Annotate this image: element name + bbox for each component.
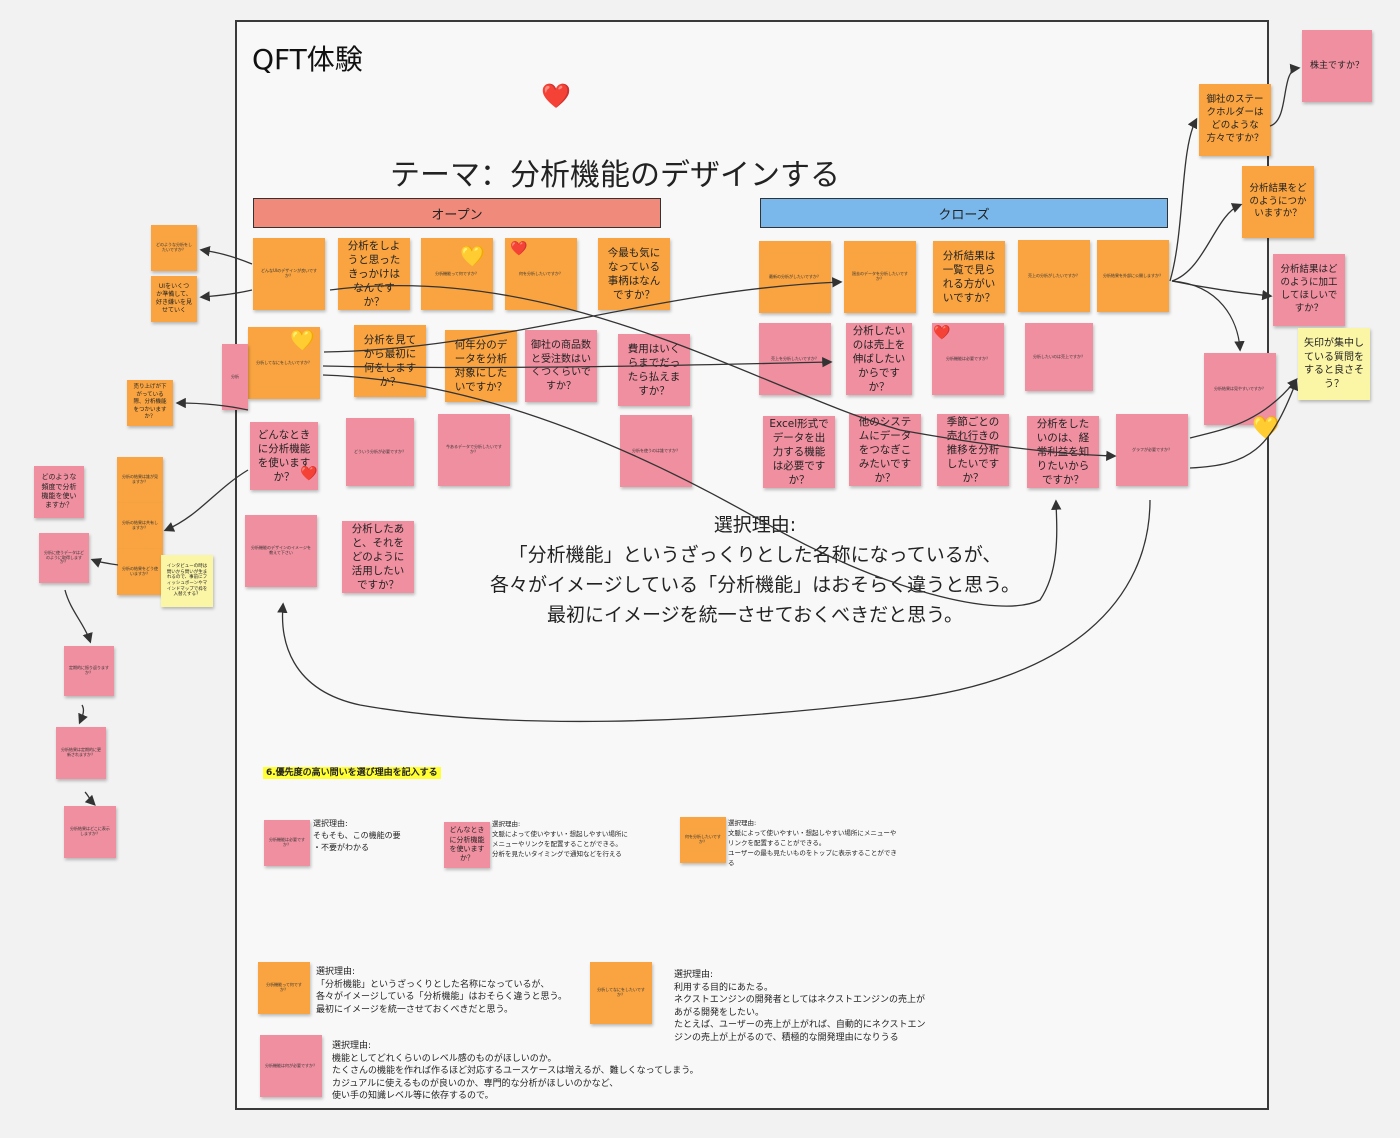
sticky-note[interactable]: 分析の結果をどう使いますか？	[117, 549, 163, 595]
heart-icon: ❤️	[933, 325, 951, 341]
sticky-note[interactable]: 今あるデータで分析したいですか？	[438, 414, 510, 486]
yellow-heart-icon: 💛	[1252, 416, 1280, 441]
sticky-note[interactable]: 売上の分析がしたいですか？	[1018, 240, 1090, 312]
priority-reason: 選択理由: 文脈によって使いやすい・想起しやすい場所にメニューや リンクを配置す…	[728, 819, 897, 867]
sticky-note[interactable]: 分析したいのは売上ですか？	[1025, 323, 1093, 391]
sticky-note[interactable]: 最新の分析がしたいですか？	[759, 241, 831, 313]
sticky-note[interactable]: グラフが必要ですか？	[1116, 414, 1188, 486]
sticky-note[interactable]: 費用はいくらまでだったら払えますか？	[618, 334, 690, 406]
sticky-note[interactable]: 分析結果は一覧で見られる方がいいですか？	[933, 241, 1005, 313]
heart-icon: ❤️	[510, 241, 528, 257]
sticky-note[interactable]: 過去のデータを分析したいですか？	[844, 241, 916, 313]
bottom-reason: 選択理由: 「分析機能」というざっくりとした名称になっているが、 各々がイメージ…	[316, 967, 568, 1015]
bottom-reason: 選択理由: 利用する目的にあたる。 ネクストエンジンの開発者としてはネクストエン…	[674, 970, 926, 1043]
sticky-note[interactable]: どんなUIのデザインが良いですか？	[253, 238, 325, 310]
sticky-note[interactable]: 分析結果はどこに表示しますか？	[64, 806, 116, 858]
close-bar: クローズ	[760, 198, 1168, 228]
sticky-note[interactable]: 季節ごとの売れ行きの推移を分析したいですか？	[937, 414, 1009, 486]
yellow-heart-icon: 💛	[460, 244, 485, 268]
sticky-note[interactable]: 分析機能は何が必要ですか？	[260, 1035, 322, 1097]
sticky-note[interactable]: 分析してなにをしたいですか？	[248, 327, 320, 399]
priority-reason: 選択理由: 文脈によって使いやすい・想起しやすい場所に メニューやリンクを配置す…	[492, 820, 628, 858]
sticky-note[interactable]: どんなときに分析機能を使いますか？	[444, 822, 490, 868]
sticky-note[interactable]: どのような分析をしたいですか？	[151, 225, 197, 271]
sticky-note[interactable]: どんなときに分析機能を使いますか？	[250, 422, 318, 490]
sticky-note[interactable]: 分析結果を外部に公開しますか？	[1097, 240, 1169, 312]
sticky-note[interactable]: インタビューの時は問いから問いが生まれるので、事前にフィッシュボーンやマインドマ…	[161, 555, 213, 607]
sticky-note[interactable]: 分析を使うのは誰ですか？	[620, 415, 692, 487]
sticky-note[interactable]: どういう分析が必要ですか？	[346, 418, 414, 486]
sticky-note[interactable]: 分析の結果は共有しますか？	[117, 503, 163, 549]
sticky-note[interactable]: 他のシステムにデータをつなぎこみたいですか？	[849, 414, 921, 486]
sticky-note[interactable]: 分析の結果は誰が見ますか？	[117, 457, 163, 503]
sticky-note[interactable]: 分析したいのは売上を伸ばしたいからですか？	[846, 323, 912, 395]
sticky-note[interactable]: Excel形式でデータを出力する機能は必要ですか？	[763, 416, 835, 488]
sticky-note[interactable]: 分析したあと、それをどのように活用したいですか？	[342, 521, 414, 593]
bottom-reason: 選択理由: 機能としてどれくらいのレベル感のものがほしいのか。 たくさんの機能を…	[332, 1041, 699, 1101]
yellow-heart-icon: 💛	[290, 328, 315, 352]
sticky-note[interactable]: 分析を見てから最初に何をしますか？	[354, 325, 426, 397]
sticky-note[interactable]: 分析結果は定期的に更新されますか？	[56, 727, 106, 779]
sticky-note[interactable]: 分析をしようと思ったきっかけはなんですか？	[338, 238, 410, 310]
heart-icon: ❤️	[541, 82, 571, 110]
sticky-note[interactable]: 何年分のデータを分析対象にしたいですか？	[445, 330, 517, 402]
priority-heading: 6.優先度の高い問いを選び理由を記入する	[263, 760, 441, 779]
heart-icon: ❤️	[300, 466, 318, 482]
open-bar: オープン	[253, 198, 661, 228]
sticky-note[interactable]: 株主ですか？	[1302, 30, 1372, 102]
sticky-note[interactable]: 何を分析したいですか？	[680, 817, 726, 863]
board-title: QFT体験	[252, 43, 363, 76]
sticky-note[interactable]: 矢印が集中している質問をすると良さそう？	[1298, 328, 1370, 400]
sticky-note[interactable]: 売り上げが下がっている際、分析機能をつかいますか？	[127, 380, 173, 426]
sticky-note[interactable]: 分析に使うデータはどのように取得しますか？	[39, 533, 89, 583]
sticky-note[interactable]: 御社の商品数と受注数はいくつくらいですか？	[525, 330, 597, 402]
priority-heading-label: 6.優先度の高い問いを選び理由を記入する	[263, 767, 441, 779]
sticky-note[interactable]: 分析してなにをしたいですか？	[590, 962, 652, 1024]
priority-reason: 選択理由: そもそも、この機能の要 ・不要がわかる	[313, 819, 401, 852]
theme-heading: テーマ：分析機能のデザインする	[390, 158, 840, 193]
sticky-note[interactable]: 御社のステークホルダーはどのような方々ですか？	[1199, 84, 1271, 156]
sticky-note[interactable]: 分析結果は見やすいですか？	[1204, 353, 1276, 425]
sticky-note[interactable]: 分析機能のデザインのイメージを教えて下さい	[245, 515, 317, 587]
sticky-note[interactable]: 分析をしたいのは、経常利益を知りたいからですか？	[1027, 416, 1099, 488]
sticky-note[interactable]: UIをいくつか準備して、好き嫌いを見せていく	[151, 276, 197, 322]
sticky-note[interactable]: 定期的に振り返りますか？	[64, 646, 114, 696]
sticky-note[interactable]: 分析結果をどのようにつかいますか？	[1242, 166, 1314, 238]
sticky-note[interactable]: 売上を分析したいですか？	[759, 323, 831, 395]
sticky-note[interactable]: 分析結果はどのように加工してほしいですか？	[1273, 254, 1345, 326]
sticky-note[interactable]: 分析	[222, 344, 248, 410]
sticky-note[interactable]: 今最も気になっている事柄はなんですか？	[598, 238, 670, 310]
sticky-note[interactable]: どのような頻度で分析機能を使いますか？	[34, 466, 84, 518]
reason-text: 選択理由: 「分析機能」というざっくりとした名称になっているが、 各々がイメージ…	[490, 514, 1020, 626]
sticky-note[interactable]: 分析機能は必要ですか？	[264, 820, 310, 866]
sticky-note[interactable]: 分析機能って何ですか？	[258, 962, 310, 1014]
